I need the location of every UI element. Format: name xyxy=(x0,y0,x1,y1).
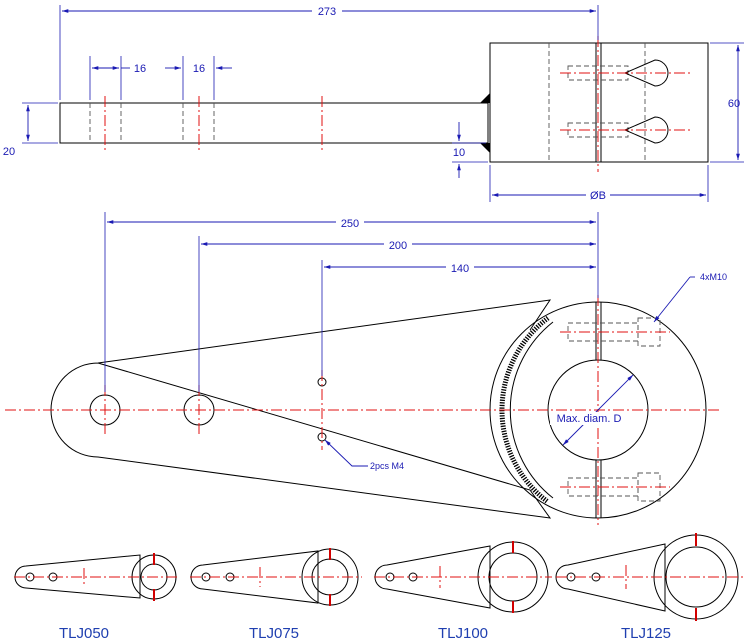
top-view: 273 16 16 20 60 10 ØB xyxy=(3,3,744,202)
dim-200: 200 xyxy=(389,240,407,252)
counterbore-bottom xyxy=(623,116,669,144)
variant-label: TLJ050 xyxy=(59,625,109,642)
dim-spacing-b: 16 xyxy=(193,63,205,75)
weld-bottom xyxy=(480,143,490,153)
weld-top xyxy=(480,93,490,103)
note-tapped: 2pcs M4 xyxy=(370,461,404,471)
dim-offset: 10 xyxy=(453,147,465,159)
variant-label: TLJ075 xyxy=(249,625,299,642)
dim-140: 140 xyxy=(451,263,469,275)
arm-outline xyxy=(50,299,552,519)
front-view: 250 200 140 4xM10 2pcs M4 Max. diam. D xyxy=(5,212,727,525)
variant-tlj050: TLJ050 xyxy=(14,553,180,642)
screw-hidden xyxy=(567,322,639,342)
dim-total: 273 xyxy=(318,6,336,18)
variant-label: TLJ125 xyxy=(621,625,671,642)
leader-line xyxy=(324,439,368,467)
bar-side-outline xyxy=(59,102,489,144)
dim-thickness: 20 xyxy=(3,146,15,158)
dim-250: 250 xyxy=(341,218,359,230)
dim-height: 60 xyxy=(728,98,740,110)
counterbore-top xyxy=(623,59,669,87)
clamp-block-outline xyxy=(489,42,709,163)
weld-edge xyxy=(509,321,554,499)
leader-line xyxy=(653,276,691,323)
screw-hidden xyxy=(567,477,639,497)
variant-tlj125: TLJ125 xyxy=(555,533,744,642)
variant-tlj075: TLJ075 xyxy=(190,548,362,642)
variant-label: TLJ100 xyxy=(438,625,488,642)
variant-outline xyxy=(190,550,319,604)
dim-spacing-a: 16 xyxy=(134,63,146,75)
note-screws: 4xM10 xyxy=(700,272,727,282)
variant-outline xyxy=(14,554,141,599)
variant-outline xyxy=(374,545,491,609)
variant-outline xyxy=(555,543,666,612)
weld-hatch xyxy=(499,316,550,504)
diameter-line xyxy=(562,374,634,446)
variant-tlj100: TLJ100 xyxy=(374,541,552,642)
dim-bore: ØB xyxy=(590,190,606,202)
note-bore: Max. diam. D xyxy=(557,413,622,425)
